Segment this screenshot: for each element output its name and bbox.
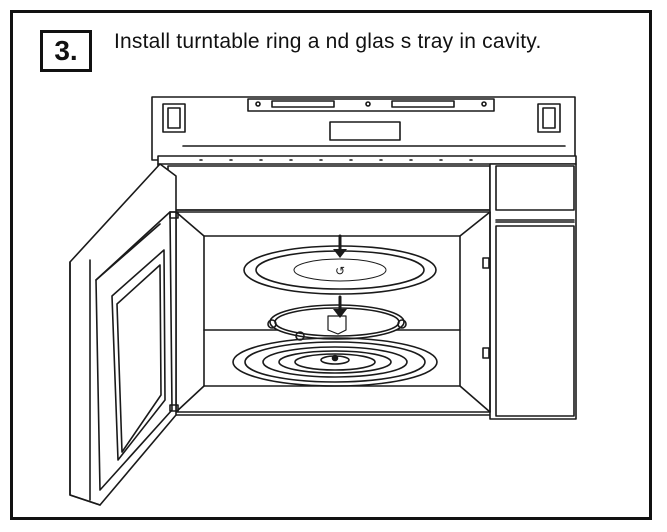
control-panel (482, 163, 577, 420)
top-trim (157, 155, 577, 165)
arrow-down-icon (333, 234, 347, 258)
oven-door (69, 163, 179, 506)
turntable-ring (267, 304, 407, 341)
svg-text:↺: ↺ (335, 264, 345, 278)
step-instruction: Install turntable ring a nd glas s tray … (114, 30, 542, 53)
mounting-plate (151, 96, 576, 161)
cavity-floor-rings (232, 337, 438, 387)
step-number-box: 3. (40, 30, 92, 72)
arrow-down-icon (333, 295, 347, 318)
step-number: 3. (54, 35, 78, 66)
